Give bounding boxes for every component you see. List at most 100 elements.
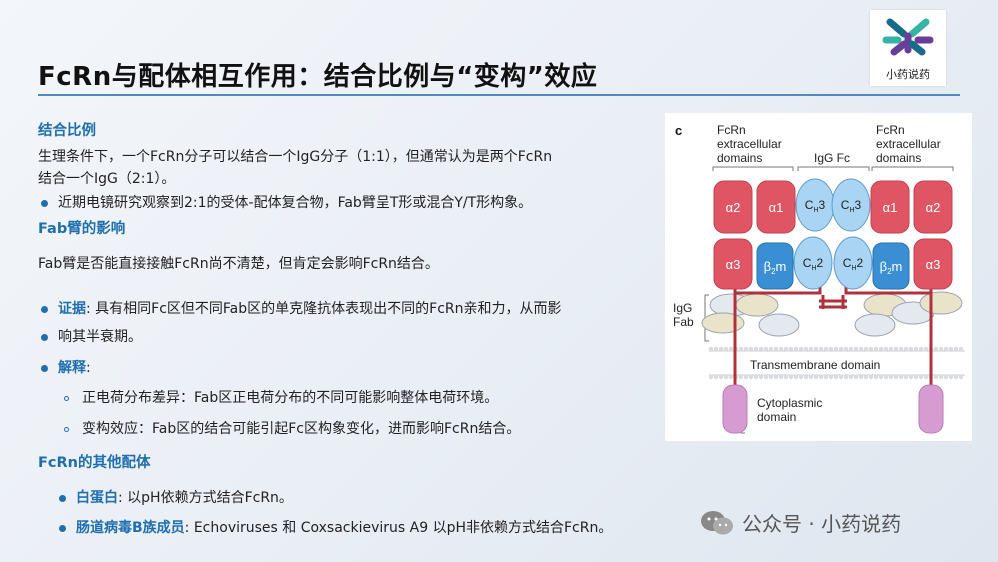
- label-igg-fab-2: Fab: [673, 315, 694, 329]
- lipid-head: [838, 374, 844, 380]
- lipid-head: [858, 374, 864, 380]
- lipid-head: [803, 374, 809, 380]
- label-right-domains: domains: [876, 151, 921, 165]
- alpha2-left: [713, 180, 753, 234]
- lipid-head: [758, 346, 764, 352]
- lipid-head: [938, 346, 944, 352]
- cytoplasmic-domain-right: [918, 384, 944, 434]
- lipid-head: [728, 374, 734, 380]
- lipid-head: [908, 346, 914, 352]
- panel-letter: c: [675, 123, 682, 138]
- lipid-head: [748, 374, 754, 380]
- lipid-head: [833, 346, 839, 352]
- label-right-extracellular: extracellular: [876, 137, 941, 151]
- lipid-head: [768, 374, 774, 380]
- alpha3-right: [913, 238, 953, 290]
- ch2-left-label: CH2: [803, 256, 824, 272]
- alpha1-left: [756, 180, 796, 234]
- title-divider: [38, 94, 960, 96]
- alpha2-left-label: α2: [726, 200, 741, 215]
- ch3-right-label: CH3: [841, 198, 862, 214]
- b2m-left: [756, 242, 794, 290]
- lipid-head: [823, 374, 829, 380]
- lipid-head: [883, 374, 889, 380]
- lipid-head: [713, 374, 719, 380]
- fab-domain-right-4: [854, 313, 896, 337]
- alpha3-right-label: α3: [926, 257, 941, 272]
- lipid-head: [728, 346, 734, 352]
- ch2-left: [793, 236, 833, 290]
- lipid-head: [838, 346, 844, 352]
- lipid-head: [913, 346, 919, 352]
- lipid-head: [958, 374, 964, 380]
- brand-logo: 小药说药: [870, 10, 946, 86]
- lipid-head: [833, 374, 839, 380]
- lipid-head: [763, 346, 769, 352]
- b2m-right: [872, 242, 910, 290]
- albumin-label: 白蛋白: [76, 490, 118, 506]
- lipid-head: [818, 346, 824, 352]
- explain-sub-allosteric: 变构效应：Fab区的结合可能引起Fc区构象变化，进而影响FcRn结合。: [38, 418, 520, 441]
- lipid-head: [758, 374, 764, 380]
- evidence-label: 证据: [58, 301, 86, 317]
- alpha3-left-label: α3: [726, 257, 741, 272]
- lipid-head: [943, 374, 949, 380]
- ch3-right: [831, 178, 871, 232]
- lipid-head: [958, 346, 964, 352]
- label-cytoplasmic-domain: domain: [757, 410, 796, 424]
- section-heading-ratio: 结合比例: [38, 123, 96, 139]
- enterovirus-text: : Echoviruses 和 Coxsackievirus A9 以pH非依赖…: [184, 520, 613, 536]
- ratio-paragraph-line1: 生理条件下，一个FcRn分子可以结合一个IgG分子（1:1），但通常认为是两个F…: [38, 149, 553, 165]
- ch2-right: [833, 236, 873, 290]
- lipid-head: [843, 374, 849, 380]
- lipid-head: [863, 374, 869, 380]
- ratio-bullet: 近期电镜研究观察到2:1的受体-配体复合物，Fab臂呈T形或混合Y/T形构象。: [38, 192, 532, 215]
- evidence-line2: 响其半衰期。: [38, 326, 142, 349]
- explain-sub-charge: 正电荷分布差异：Fab区正电荷分布的不同可能影响整体电荷环境。: [38, 387, 498, 410]
- lipid-head: [778, 374, 784, 380]
- logo-icon: [882, 18, 934, 56]
- lipid-head: [788, 374, 794, 380]
- page-title: FcRn与配体相互作用：结合比例与“变构”效应: [38, 62, 598, 92]
- alpha3-left: [713, 238, 753, 290]
- lipid-head: [868, 374, 874, 380]
- b2m-right-label: β2m: [880, 259, 903, 276]
- logo-text: 小药说药: [886, 68, 930, 81]
- lipid-head: [853, 374, 859, 380]
- alpha1-right-label: α1: [883, 200, 898, 215]
- transmembrane-label: Transmembrane domain: [750, 358, 880, 372]
- lipid-head: [773, 374, 779, 380]
- albumin-text: : 以pH依赖方式结合FcRn。: [118, 490, 293, 506]
- label-left-extracellular: extracellular: [717, 137, 782, 151]
- lipid-head: [953, 374, 959, 380]
- fab-domain-left-2: [735, 293, 779, 317]
- lipid-head: [713, 346, 719, 352]
- lipid-head: [948, 374, 954, 380]
- transmembrane-label-bg: [747, 356, 899, 372]
- lipid-head: [878, 374, 884, 380]
- igg-fc: [793, 178, 873, 290]
- albumin-bullet: 白蛋白: 以pH依赖方式结合FcRn。: [56, 487, 293, 510]
- fcrn-left: [713, 180, 796, 290]
- label-right-fcrn: FcRn: [876, 123, 905, 137]
- lipid-head: [948, 346, 954, 352]
- lipid-head: [848, 374, 854, 380]
- label-left-fcrn: FcRn: [717, 123, 746, 137]
- lipid-head: [858, 346, 864, 352]
- lipid-head: [818, 374, 824, 380]
- lipid-head: [748, 346, 754, 352]
- section-heading-fab: Fab臂的影响: [38, 221, 126, 237]
- ch3-left-label: CH3: [805, 198, 826, 214]
- lipid-head: [783, 346, 789, 352]
- alpha2-right-label: α2: [926, 200, 941, 215]
- fab-domain-left-3: [758, 313, 800, 337]
- lipid-head: [923, 374, 929, 380]
- ch2-right-label: CH2: [843, 256, 864, 272]
- lipid-head: [723, 374, 729, 380]
- lipid-head: [718, 374, 724, 380]
- label-left-domains: domains: [717, 151, 762, 165]
- alpha1-left-label: α1: [769, 200, 784, 215]
- lipid-head: [828, 346, 834, 352]
- lipid-head: [888, 374, 894, 380]
- lipid-head: [923, 346, 929, 352]
